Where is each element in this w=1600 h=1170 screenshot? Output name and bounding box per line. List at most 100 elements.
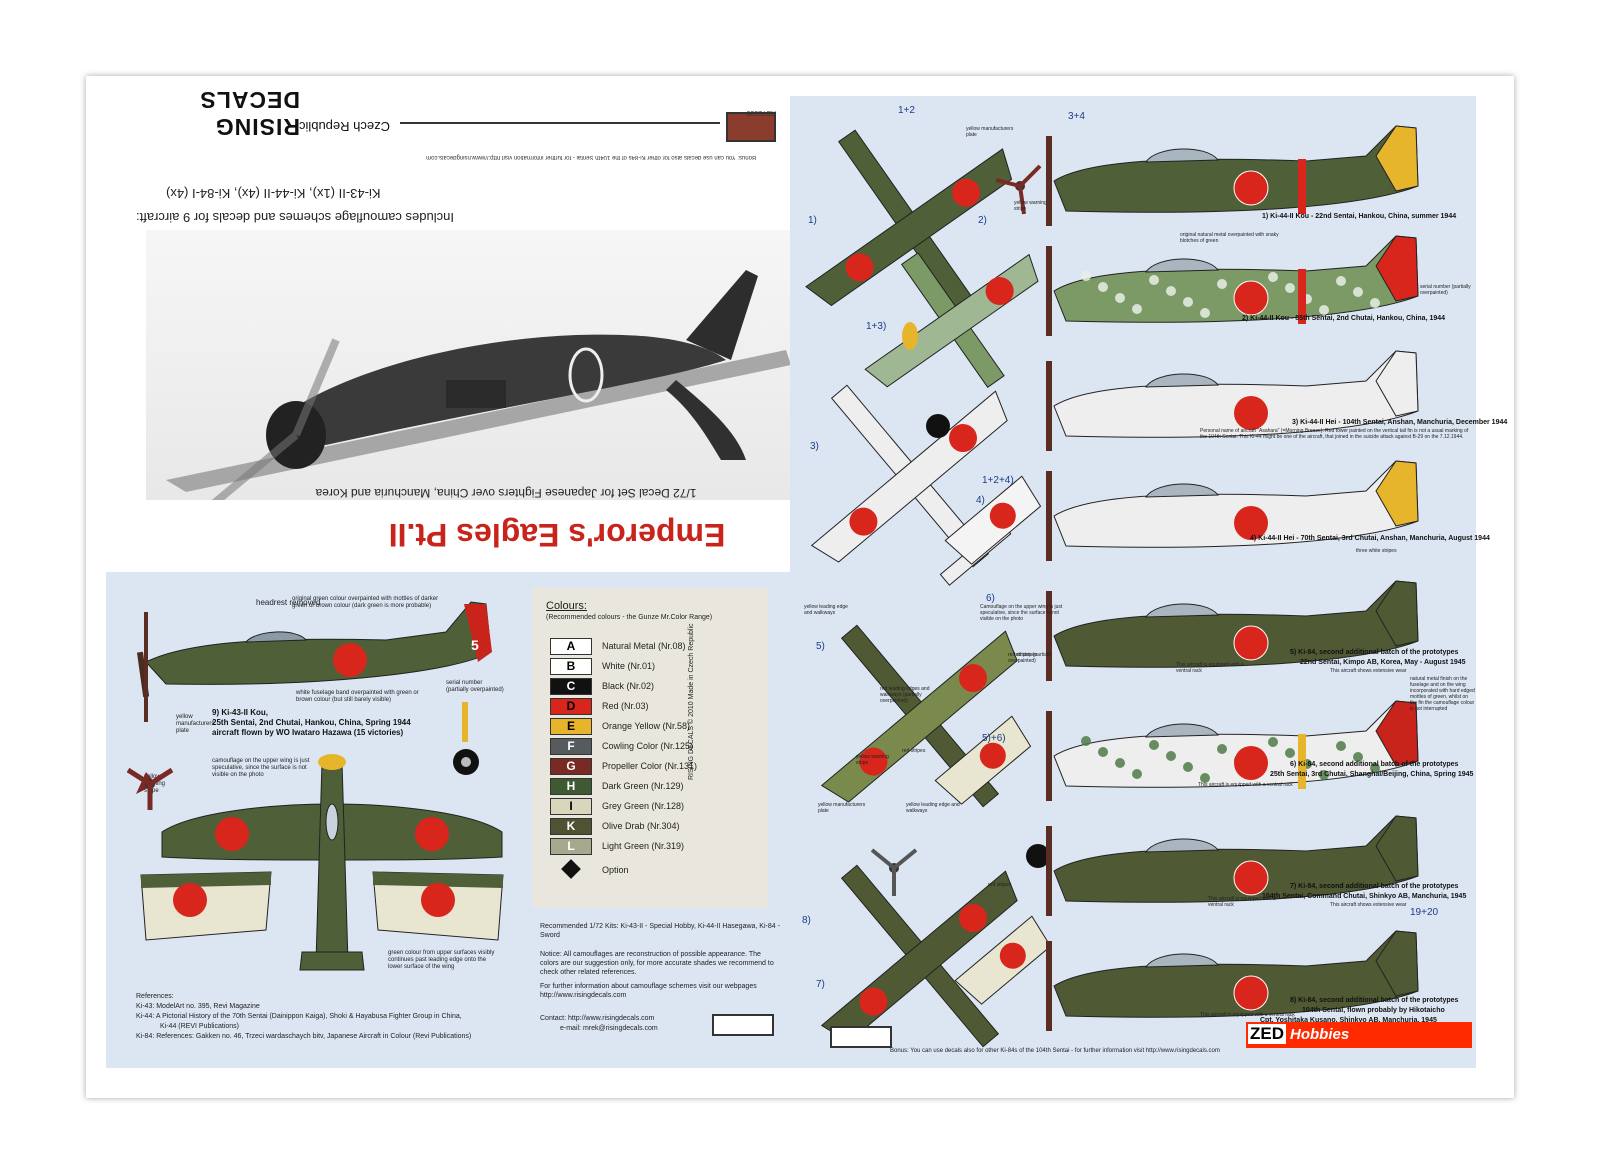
option-icon	[561, 859, 581, 879]
aircraft-profile	[1046, 235, 1419, 336]
colour-swatch: D	[550, 698, 592, 715]
ki43-underside-right	[372, 871, 504, 941]
country-label: Czech Republic	[298, 119, 390, 134]
note: yellow warning stripe	[856, 754, 889, 766]
right-caption: 104th Sentai, Command Chutai, Shinkyo AB…	[1262, 893, 1467, 900]
includes-text: Includes camouflage schemes and decals f…	[136, 210, 454, 225]
colours-title: Colours:	[546, 600, 587, 612]
right-caption: 6) Ki-84, second additional batch of the…	[1290, 761, 1459, 768]
right-caption: 5) Ki-84, second additional batch of the…	[1290, 649, 1459, 656]
note: Camouflage on the upper wing is just spe…	[980, 604, 1063, 622]
ki43-plan-view	[126, 754, 503, 971]
right-panel: 1) Ki-44-II Kou - 22nd Sentai, Hankou, C…	[790, 96, 1507, 1068]
aircraft-number: 8)	[802, 915, 811, 926]
note: yellow leading edge and walkways	[906, 802, 960, 814]
note-green-under: green colour from upper surfaces visibly…	[388, 950, 495, 970]
aircraft-number: 6)	[986, 593, 995, 604]
aircraft-number: 2)	[978, 215, 987, 226]
colours-box: Colours: (Recommended colours - the Gunz…	[532, 588, 768, 908]
ki43-underside-left	[140, 871, 272, 941]
colour-label: White (Nr.01)	[602, 661, 656, 671]
notice: Notice: All camouflages are reconstructi…	[540, 951, 774, 976]
aircraft-number: 1)	[808, 215, 817, 226]
note: three white stripes	[1356, 548, 1397, 554]
note: This aircraft is equipped with a ventral…	[1200, 1012, 1295, 1018]
note: serial number (partially overpainted)	[1420, 284, 1471, 296]
aircraft-number: 4)	[976, 495, 985, 506]
zed-hobbies-badge: ZED Hobbies	[1246, 1022, 1472, 1048]
right-caption: 22nd Sentai, Kimpo AB, Korea, May - Augu…	[1300, 659, 1466, 666]
colour-label: Cowling Color (Nr.125)	[602, 741, 694, 751]
right-caption: 2) Ki-44-II Kou - 85th Sentai, 2nd Chuta…	[1242, 315, 1446, 322]
aircraft-number: 3+4	[1068, 111, 1085, 122]
aircraft-number: 3)	[810, 441, 819, 452]
note-camo: camouflage on the upper wing is just spe…	[212, 758, 310, 778]
note: This aircraft is equipped with a ventral…	[1208, 896, 1276, 908]
option-label: Option	[602, 865, 629, 875]
colour-label: Light Green (Nr.319)	[602, 841, 685, 851]
colour-label: Propeller Color (Nr.131)	[602, 761, 698, 771]
colour-label: Red (Nr.03)	[602, 701, 649, 711]
colour-label: Olive Drab (Nr.304)	[602, 821, 680, 831]
colours-subtitle: (Recommended colours - the Gunze Mr.Colo…	[546, 614, 713, 621]
further-info: For further information about camouflage…	[540, 983, 757, 999]
right-caption: 4) Ki-44-II Hei - 70th Sentai, 3rd Chuta…	[1250, 535, 1490, 542]
main-title: Emperor's Eagles Pt.II	[388, 517, 726, 553]
note-manufacturer: yellow manufacturers plate	[176, 714, 215, 734]
colour-swatch: H	[550, 778, 592, 795]
aircraft-number: 1+2+4)	[982, 475, 1014, 486]
colour-label: Grey Green (Nr.128)	[602, 801, 685, 811]
brand-logo-icon	[726, 112, 776, 142]
vertical-note: RISING DECALS © 2010 Made in Czech Repub…	[688, 623, 695, 780]
product-code: RD72030	[746, 109, 776, 116]
note: yellow warning stripe	[1014, 200, 1047, 212]
aircraft-profile	[1046, 700, 1419, 801]
aircraft-profile	[1046, 350, 1419, 451]
right-caption: 25th Sentai, 3rd Chutai, Shanghai/Beijin…	[1270, 771, 1474, 778]
note: original natural metal overpainted with …	[1180, 232, 1279, 244]
right-caption: 8) Ki-84, second additional batch of the…	[1290, 997, 1459, 1004]
colour-swatch: E	[550, 718, 592, 735]
aircraft-number: 1+2	[898, 105, 915, 116]
note: This aircraft shows extensive wear	[1330, 902, 1407, 908]
references-title: References:	[136, 993, 174, 1000]
colour-label: Natural Metal (Nr.08)	[602, 641, 686, 651]
aircraft-number: 19+20	[1410, 907, 1439, 918]
colour-swatch: B	[550, 658, 592, 675]
note-headrest: headrest removed	[256, 598, 321, 607]
title-block: RD72030 Czech Republic RISING DECALS Bon…	[106, 87, 796, 560]
colour-swatch: C	[550, 678, 592, 695]
note-green: original green colour overpainted with m…	[292, 596, 439, 609]
a9-caption-1: 9) Ki-43-II Kou,	[212, 708, 269, 717]
reference-1: Ki-43: ModelArt no. 395, Revi Magazine	[136, 1003, 260, 1010]
aircraft-number: 5)	[816, 641, 825, 652]
bonus-note-top: Bonus: You can use decals also for other…	[426, 154, 756, 160]
note-serial: serial number (partially overpainted)	[446, 680, 504, 693]
colour-swatch: I	[550, 798, 592, 815]
colour-swatch: K	[550, 818, 592, 835]
note: This aircraft shows extensive wear	[1330, 668, 1407, 674]
plan-views	[805, 129, 1052, 1048]
brand-header: RD72030 Czech Republic RISING DECALS	[136, 87, 776, 146]
ki43-profile: 5	[136, 601, 492, 722]
subtitle: 1/72 Decal Set for Japanese Fighters ove…	[315, 486, 697, 500]
note: red stripes	[902, 748, 926, 754]
reference-3: Ki-44 (REVI Publications)	[160, 1023, 239, 1030]
svg-text:5: 5	[471, 637, 479, 653]
aircraft-number: 5)+6)	[982, 733, 1006, 744]
aircraft-profile	[1046, 580, 1419, 681]
colour-swatch: A	[550, 638, 592, 655]
note: yellow manufacturers plate	[818, 802, 866, 814]
aircraft-number: 7)	[816, 979, 825, 990]
hobbies-label: Hobbies	[1290, 1026, 1350, 1043]
note: Personal name of aircraft "Asahara" (=Mo…	[1200, 428, 1469, 440]
note: yellow leading edge and walkways	[804, 604, 848, 616]
note: red stripes (partially overpainted)	[1008, 652, 1052, 664]
contact: Contact: http://www.risingdecals.com	[540, 1015, 655, 1022]
a9-caption-3: aircraft flown by WO Iwataro Hazawa (15 …	[212, 728, 404, 737]
bottom-note: Bonus: You can use decals also for other…	[890, 1048, 1220, 1054]
logo-small	[712, 1014, 774, 1036]
note: This aircraft is equipped with a ventral…	[1198, 782, 1293, 788]
right-caption: 1) Ki-44-II Kou - 22nd Sentai, Hankou, C…	[1262, 213, 1457, 220]
